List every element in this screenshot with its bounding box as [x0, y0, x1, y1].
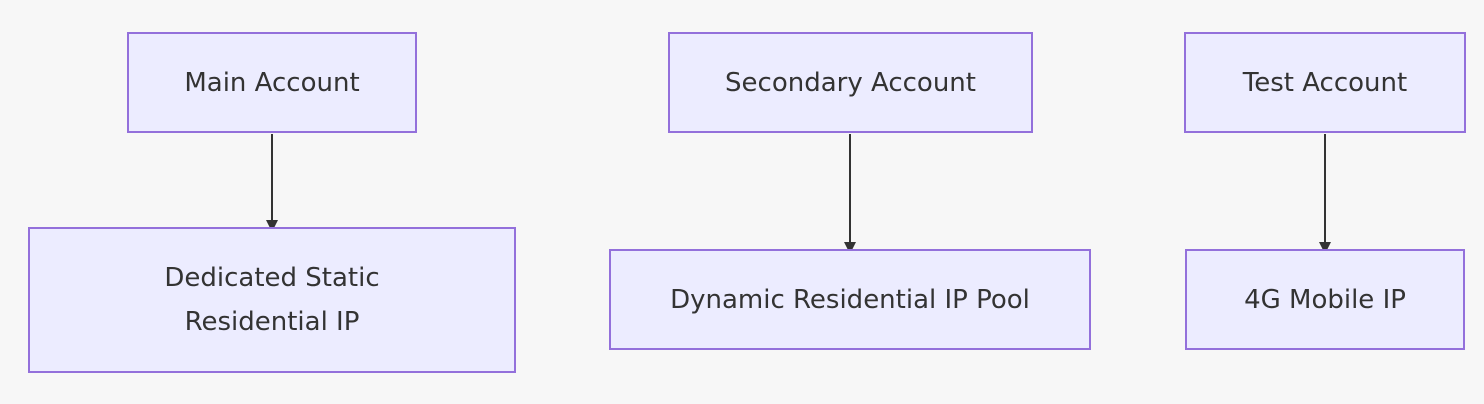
dynamic-residential-ip-pool-label: Dynamic Residential IP Pool	[670, 284, 1030, 315]
secondary-account-label: Secondary Account	[725, 67, 976, 98]
test-account-node: Test Account	[1184, 32, 1466, 133]
main-account-node: Main Account	[127, 32, 417, 133]
main-account-label: Main Account	[184, 67, 360, 98]
dedicated-static-residential-ip-label: Dedicated Static Residential IP	[164, 263, 380, 337]
test-account-label: Test Account	[1242, 67, 1408, 98]
secondary-account-node: Secondary Account	[668, 32, 1033, 133]
mobile-4g-ip-label: 4G Mobile IP	[1244, 284, 1406, 315]
dedicated-static-residential-ip-node: Dedicated Static Residential IP	[28, 227, 516, 373]
mobile-4g-ip-node: 4G Mobile IP	[1185, 249, 1465, 350]
dynamic-residential-ip-pool-node: Dynamic Residential IP Pool	[609, 249, 1091, 350]
